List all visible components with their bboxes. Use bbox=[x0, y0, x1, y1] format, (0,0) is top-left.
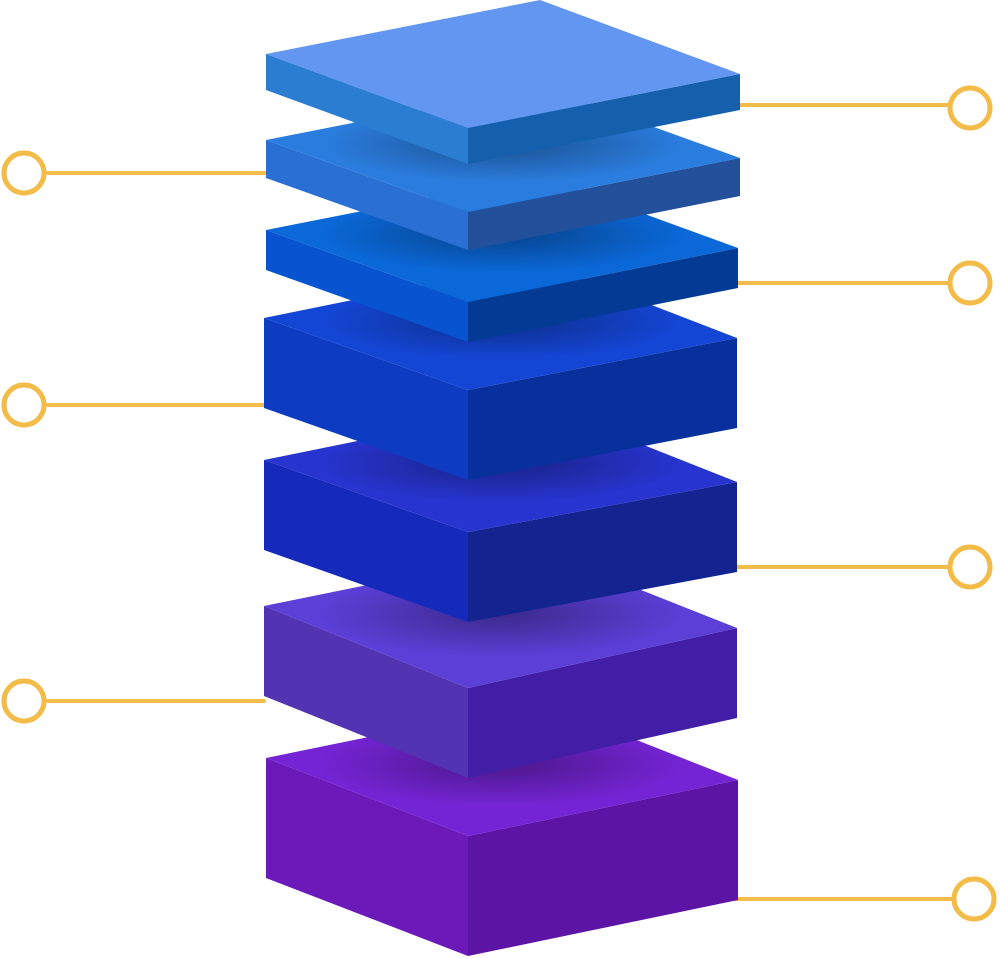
connector-node-left-2 bbox=[1, 150, 47, 196]
layer-left-face-7 bbox=[266, 758, 468, 956]
layer-right-face-3 bbox=[468, 248, 738, 342]
connector-node-right-1 bbox=[947, 85, 993, 131]
layer-left-face-2 bbox=[266, 140, 468, 250]
connector-node-right-7 bbox=[951, 876, 997, 922]
layer-right-face-1 bbox=[468, 74, 740, 164]
connector-node-right-5 bbox=[947, 544, 993, 590]
layer-right-face-2 bbox=[468, 158, 740, 250]
layer-left-face-5 bbox=[264, 460, 468, 622]
layer-right-face-7 bbox=[468, 780, 738, 956]
connector-node-right-3 bbox=[947, 260, 993, 306]
connectors bbox=[1, 85, 997, 922]
layer-right-face-4 bbox=[468, 338, 737, 480]
layer-right-face-6 bbox=[468, 628, 737, 778]
connector-node-left-4 bbox=[1, 382, 47, 428]
layer-left-face-6 bbox=[264, 606, 468, 778]
layer-left-face-1 bbox=[266, 54, 468, 164]
stack-layers bbox=[264, 0, 740, 956]
stack-layer-1 bbox=[266, 0, 740, 183]
connector-node-left-6 bbox=[1, 678, 47, 724]
layer-left-face-4 bbox=[264, 318, 468, 480]
stack-layer-5 bbox=[264, 404, 737, 657]
layer-left-face-3 bbox=[266, 230, 468, 342]
layer-right-face-5 bbox=[468, 482, 737, 622]
layer-top-face-1 bbox=[266, 0, 740, 128]
